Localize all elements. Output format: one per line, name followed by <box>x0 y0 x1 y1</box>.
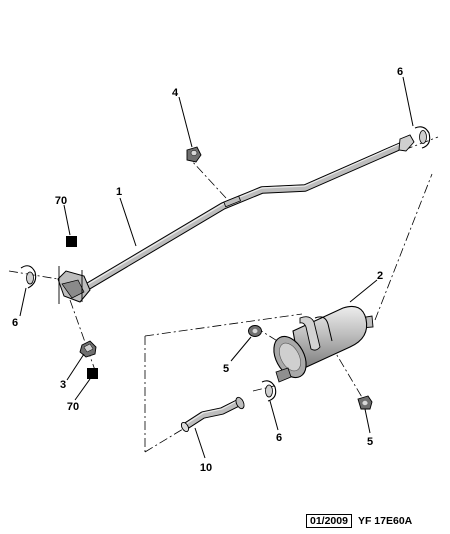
callout-2: 2 <box>377 270 383 282</box>
callout-6-middle: 6 <box>276 432 282 444</box>
callout-6-left: 6 <box>12 317 18 329</box>
callout-5-upper: 5 <box>223 363 229 375</box>
intermediate-pipe-part-10 <box>180 396 245 433</box>
callout-6-right: 6 <box>397 66 403 78</box>
callout-10: 10 <box>200 462 212 474</box>
rubber-mounting-part-5-lower <box>357 395 373 410</box>
callout-70-lower: 70 <box>67 401 79 413</box>
sealing-ring-part-6-left <box>20 265 37 289</box>
footer-reference: YF 17E60A <box>357 515 413 527</box>
callout-70-upper: 70 <box>55 195 67 207</box>
leader-lines <box>19 76 414 459</box>
clamp-part-70-upper <box>66 236 77 247</box>
rubber-mounting-part-5-upper <box>248 325 262 337</box>
callout-5-lower: 5 <box>367 436 373 448</box>
clamp-part-70-lower <box>87 368 98 379</box>
diagram-footer: 01/2009 YF 17E60A <box>306 514 412 528</box>
front-pipe-part-1 <box>57 134 415 304</box>
callout-4: 4 <box>172 87 179 99</box>
callout-1: 1 <box>116 186 122 198</box>
sealing-ring-part-6-right <box>414 126 431 149</box>
footer-date: 01/2009 <box>306 514 352 528</box>
mounting-bracket-part-3 <box>79 340 97 358</box>
sealing-ring-part-6-middle <box>261 380 277 402</box>
rear-silencer-part-2 <box>273 305 374 383</box>
rubber-mounting-part-4 <box>186 146 202 163</box>
callout-3: 3 <box>60 379 66 391</box>
